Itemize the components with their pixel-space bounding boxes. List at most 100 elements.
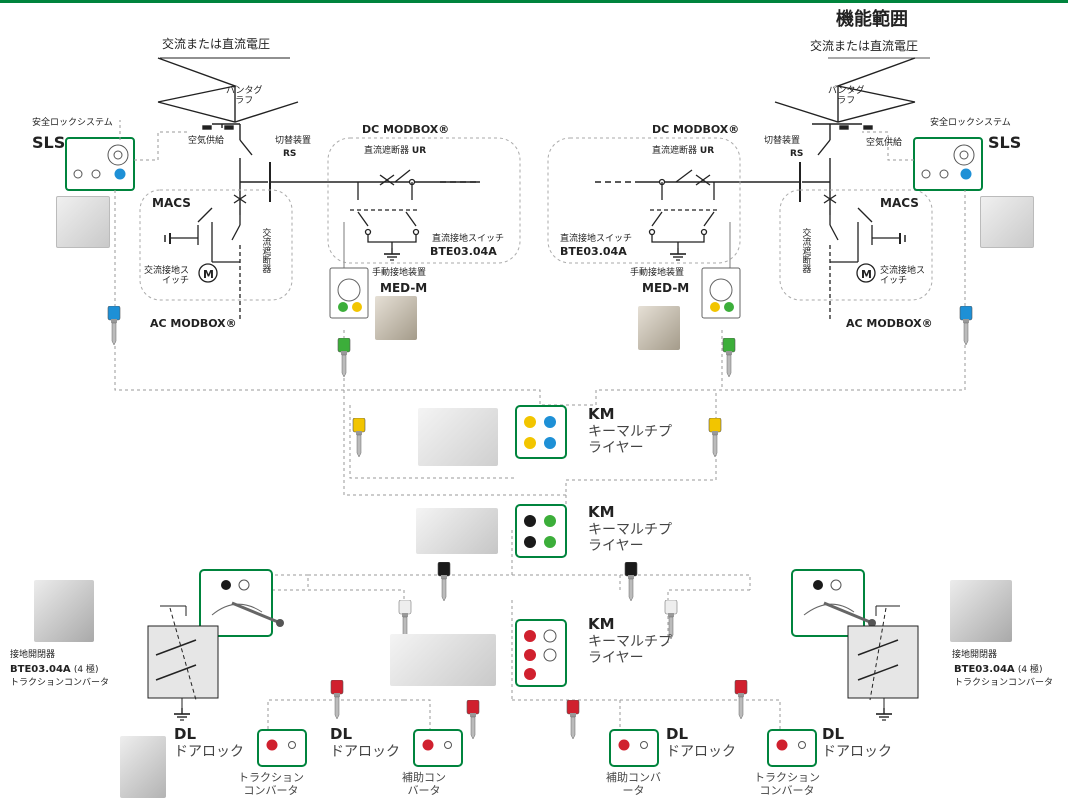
green-key-left: [337, 338, 351, 378]
right-ac-earth-label: 交流接地ス イッチ: [880, 266, 926, 287]
km-label-2: キーマルチプ ライヤー: [588, 522, 672, 555]
km-panel-1: [515, 405, 567, 459]
med-photo-right: [638, 306, 680, 350]
right-med-code: MED-M: [642, 281, 690, 295]
km-code-1: KM: [588, 405, 615, 423]
dl-sub-4: トラクション コンバータ: [754, 771, 820, 797]
left-pantograph: [157, 57, 480, 215]
dl-panel-1: [257, 729, 307, 767]
right-sls-panel: [913, 137, 983, 191]
right-dc-earth-label: 直流接地スイッチ: [560, 234, 633, 244]
dl-panel-3: [609, 729, 659, 767]
right-earthing-label: 接地開閉器: [952, 650, 998, 660]
right-dc-modbox-frame: [547, 137, 741, 264]
right-sls-label: 安全ロックシステム: [930, 118, 1011, 128]
left-med-panel: [329, 267, 369, 319]
km-code-2: KM: [588, 503, 615, 521]
right-ac-breaker-label: 交流遮断器: [800, 228, 811, 273]
red-key-3: [566, 700, 580, 740]
right-converter-box: [847, 605, 919, 708]
dl-code-3: DL: [666, 725, 689, 743]
left-earthing-code: BTE03.04A (4 極): [10, 664, 99, 675]
right-switch-label: 切替装置: [764, 136, 801, 146]
red-key-2: [466, 700, 480, 740]
km-photo-1: [418, 408, 498, 466]
right-dc-breaker-symbol: [648, 169, 731, 268]
left-earthing-sub: トラクションコンバータ: [10, 678, 110, 688]
left-dc-earth-code: BTE03.04A: [430, 245, 497, 258]
dl-sub-3: 補助コンバ ータ: [606, 771, 661, 797]
dl-sub-1: トラクション コンバータ: [238, 771, 304, 797]
left-ac-modbox: AC MODBOX®: [150, 317, 237, 330]
right-dc-earth-code: BTE03.04A: [560, 245, 627, 258]
dl-sub-2: 補助コン バータ: [402, 771, 446, 797]
dl-panel-4: [767, 729, 817, 767]
dl-label-3: ドアロック: [666, 744, 736, 760]
blue-key-right: [959, 306, 973, 346]
dl-panel-2: [413, 729, 463, 767]
left-supply-label: 交流または直流電圧: [162, 37, 271, 51]
right-ac-modbox: AC MODBOX®: [846, 317, 933, 330]
left-earthing-label: 接地開閉器: [10, 650, 56, 660]
right-med-label: 手動接地装置: [630, 268, 685, 278]
left-macs-symbol: [164, 194, 247, 320]
left-dc-breaker-label: 直流遮断器 UR: [364, 146, 427, 156]
left-macs-frame: [139, 189, 293, 301]
km-label-1: キーマルチプ ライヤー: [588, 424, 672, 457]
svg-text:M: M: [203, 268, 214, 281]
right-sls-code: SLS: [988, 133, 1022, 152]
left-sls-code: SLS: [32, 133, 66, 152]
dl-label-1: ドアロック: [174, 744, 244, 760]
left-med-code: MED-M: [380, 281, 428, 295]
right-dc-breaker-label: 直流遮断器 UR: [652, 146, 715, 156]
left-dc-earth-label: 直流接地スイッチ: [432, 234, 505, 244]
black-key-right: [624, 562, 638, 602]
dl-label-2: ドアロック: [330, 744, 400, 760]
left-ac-breaker-label: 交流遮断器: [260, 228, 271, 273]
km-panel-3: [515, 619, 567, 687]
right-earthing-panel: [791, 569, 876, 637]
earthing-photo-left: [34, 580, 94, 642]
dl-code-1: DL: [174, 725, 197, 743]
left-med-label: 手動接地装置: [372, 268, 427, 278]
right-macs-symbol: [823, 194, 906, 320]
km-photo-2: [416, 508, 498, 554]
right-air-supply: 空気供給: [866, 138, 903, 148]
right-earthing-sub: トラクションコンバータ: [954, 678, 1054, 688]
right-supply-label: 交流または直流電圧: [810, 39, 919, 53]
yellow-key-left: [352, 418, 366, 458]
left-sls-label: 安全ロックシステム: [32, 118, 113, 128]
sls-photo-left: [56, 196, 110, 248]
black-key-left: [437, 562, 451, 602]
sls-photo-right: [980, 196, 1034, 248]
km-panel-2: [515, 504, 567, 558]
right-macs-frame: [779, 189, 933, 301]
page-title: 機能範囲: [836, 9, 908, 30]
right-pantograph-label: パンタグ ラフ: [828, 86, 865, 107]
left-dc-modbox-frame: [327, 137, 521, 264]
key-routing: [114, 120, 966, 730]
earthing-photo-right: [950, 580, 1012, 642]
km-code-3: KM: [588, 615, 615, 633]
left-ac-earth-label: 交流接地ス イッチ: [144, 266, 190, 287]
right-macs-label: MACS: [880, 196, 919, 210]
left-dc-modbox: DC MODBOX®: [362, 123, 450, 136]
left-pantograph-label: パンタグ ラフ: [226, 86, 263, 107]
left-switch-code: RS: [283, 149, 297, 159]
left-converter-box: [147, 605, 219, 708]
km-photo-3: [390, 634, 496, 686]
left-macs-label: MACS: [152, 196, 191, 210]
left-earthing-panel: [199, 569, 284, 637]
dl-label-4: ドアロック: [822, 744, 892, 760]
yellow-key-right: [708, 418, 722, 458]
left-dc-breaker-symbol: [343, 169, 420, 268]
right-switch-code: RS: [790, 149, 804, 159]
blue-key-left: [107, 306, 121, 346]
left-switch-label: 切替装置: [275, 136, 312, 146]
dl-code-4: DL: [822, 725, 845, 743]
right-med-panel: [701, 267, 741, 319]
right-pantograph: [595, 57, 916, 215]
svg-text:M: M: [861, 268, 872, 281]
